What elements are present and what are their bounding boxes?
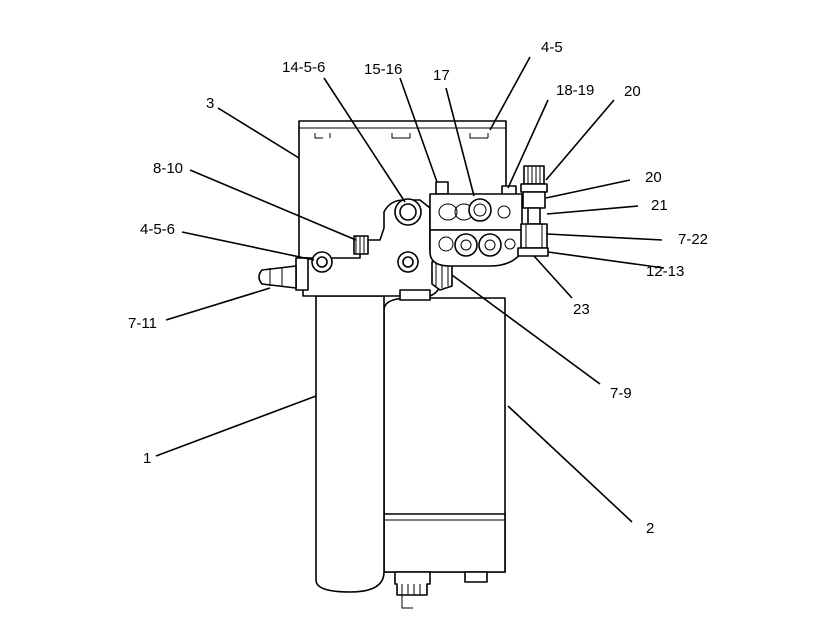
callout-17: 17	[433, 67, 450, 84]
callout-labels: 1 2 3 4-5 14-5-6 15-16 17 18-19 20 20 21…	[128, 39, 708, 537]
callout-14-5-6: 14-5-6	[282, 59, 325, 76]
callout-4-5-top: 4-5	[541, 39, 563, 56]
leader-lines	[155, 56, 665, 523]
callout-4-5-6: 4-5-6	[140, 221, 175, 238]
callout-7-22: 7-22	[678, 231, 708, 248]
pressure-switch-assembly	[517, 165, 549, 257]
callout-20-side: 20	[645, 169, 662, 186]
manifold-block	[429, 193, 523, 267]
callout-23: 23	[573, 301, 590, 318]
callout-7-11: 7-11	[128, 315, 157, 332]
callout-15-16: 15-16	[364, 61, 402, 78]
callout-12-13: 12-13	[646, 263, 684, 280]
callout-8-10: 8-10	[153, 160, 183, 177]
callout-20-top: 20	[624, 83, 641, 100]
callout-2: 2	[646, 520, 654, 537]
primary-filter-canister	[315, 295, 431, 609]
callout-18-19: 18-19	[556, 82, 594, 99]
callout-7-9: 7-9	[610, 385, 632, 402]
callout-3: 3	[206, 95, 214, 112]
callout-1: 1	[143, 450, 151, 467]
water-separator-bowl	[383, 297, 506, 583]
callout-21: 21	[651, 197, 668, 214]
